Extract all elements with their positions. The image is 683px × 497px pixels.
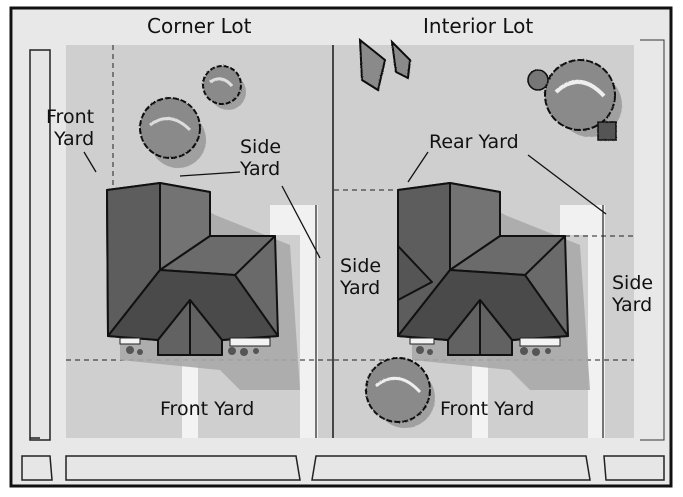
diagram-frame [9,6,673,488]
shrubs [416,346,551,356]
tree-icon [365,357,435,428]
leader-lines [83,151,607,259]
side-driveway-interior [560,205,605,438]
tree-icon [358,37,412,92]
house-roof-icon [397,182,569,356]
sidewalk-segment [311,455,591,481]
corner-front-yard-label: Front Yard [160,398,255,420]
sidewalk-segment [603,455,665,481]
tree-icon [527,59,622,141]
tree-icon [202,65,246,110]
front-yard-side-label: Front Yard [46,106,95,150]
corner-side-yard-label: Side Yard [240,136,282,180]
side-street-left [29,49,51,441]
tree-icon [139,97,206,168]
driveway-corner [182,355,198,438]
sidewalk-segment [65,455,301,481]
sidewalk-segment [21,455,53,481]
interior-side-yard-right-label: Side Yard [612,272,654,316]
side-driveway-corner [270,205,318,438]
shrubs [126,346,259,356]
corner-lot-title: Corner Lot [147,14,252,38]
driveway-interior [472,355,488,438]
house-roof-icon [106,182,279,356]
street-right [640,39,665,441]
rear-yard-label: Rear Yard [429,131,519,153]
interior-lot-title: Interior Lot [423,14,534,38]
interior-side-yard-left-label: Side Yard [340,255,382,299]
interior-front-yard-label: Front Yard [440,398,535,420]
